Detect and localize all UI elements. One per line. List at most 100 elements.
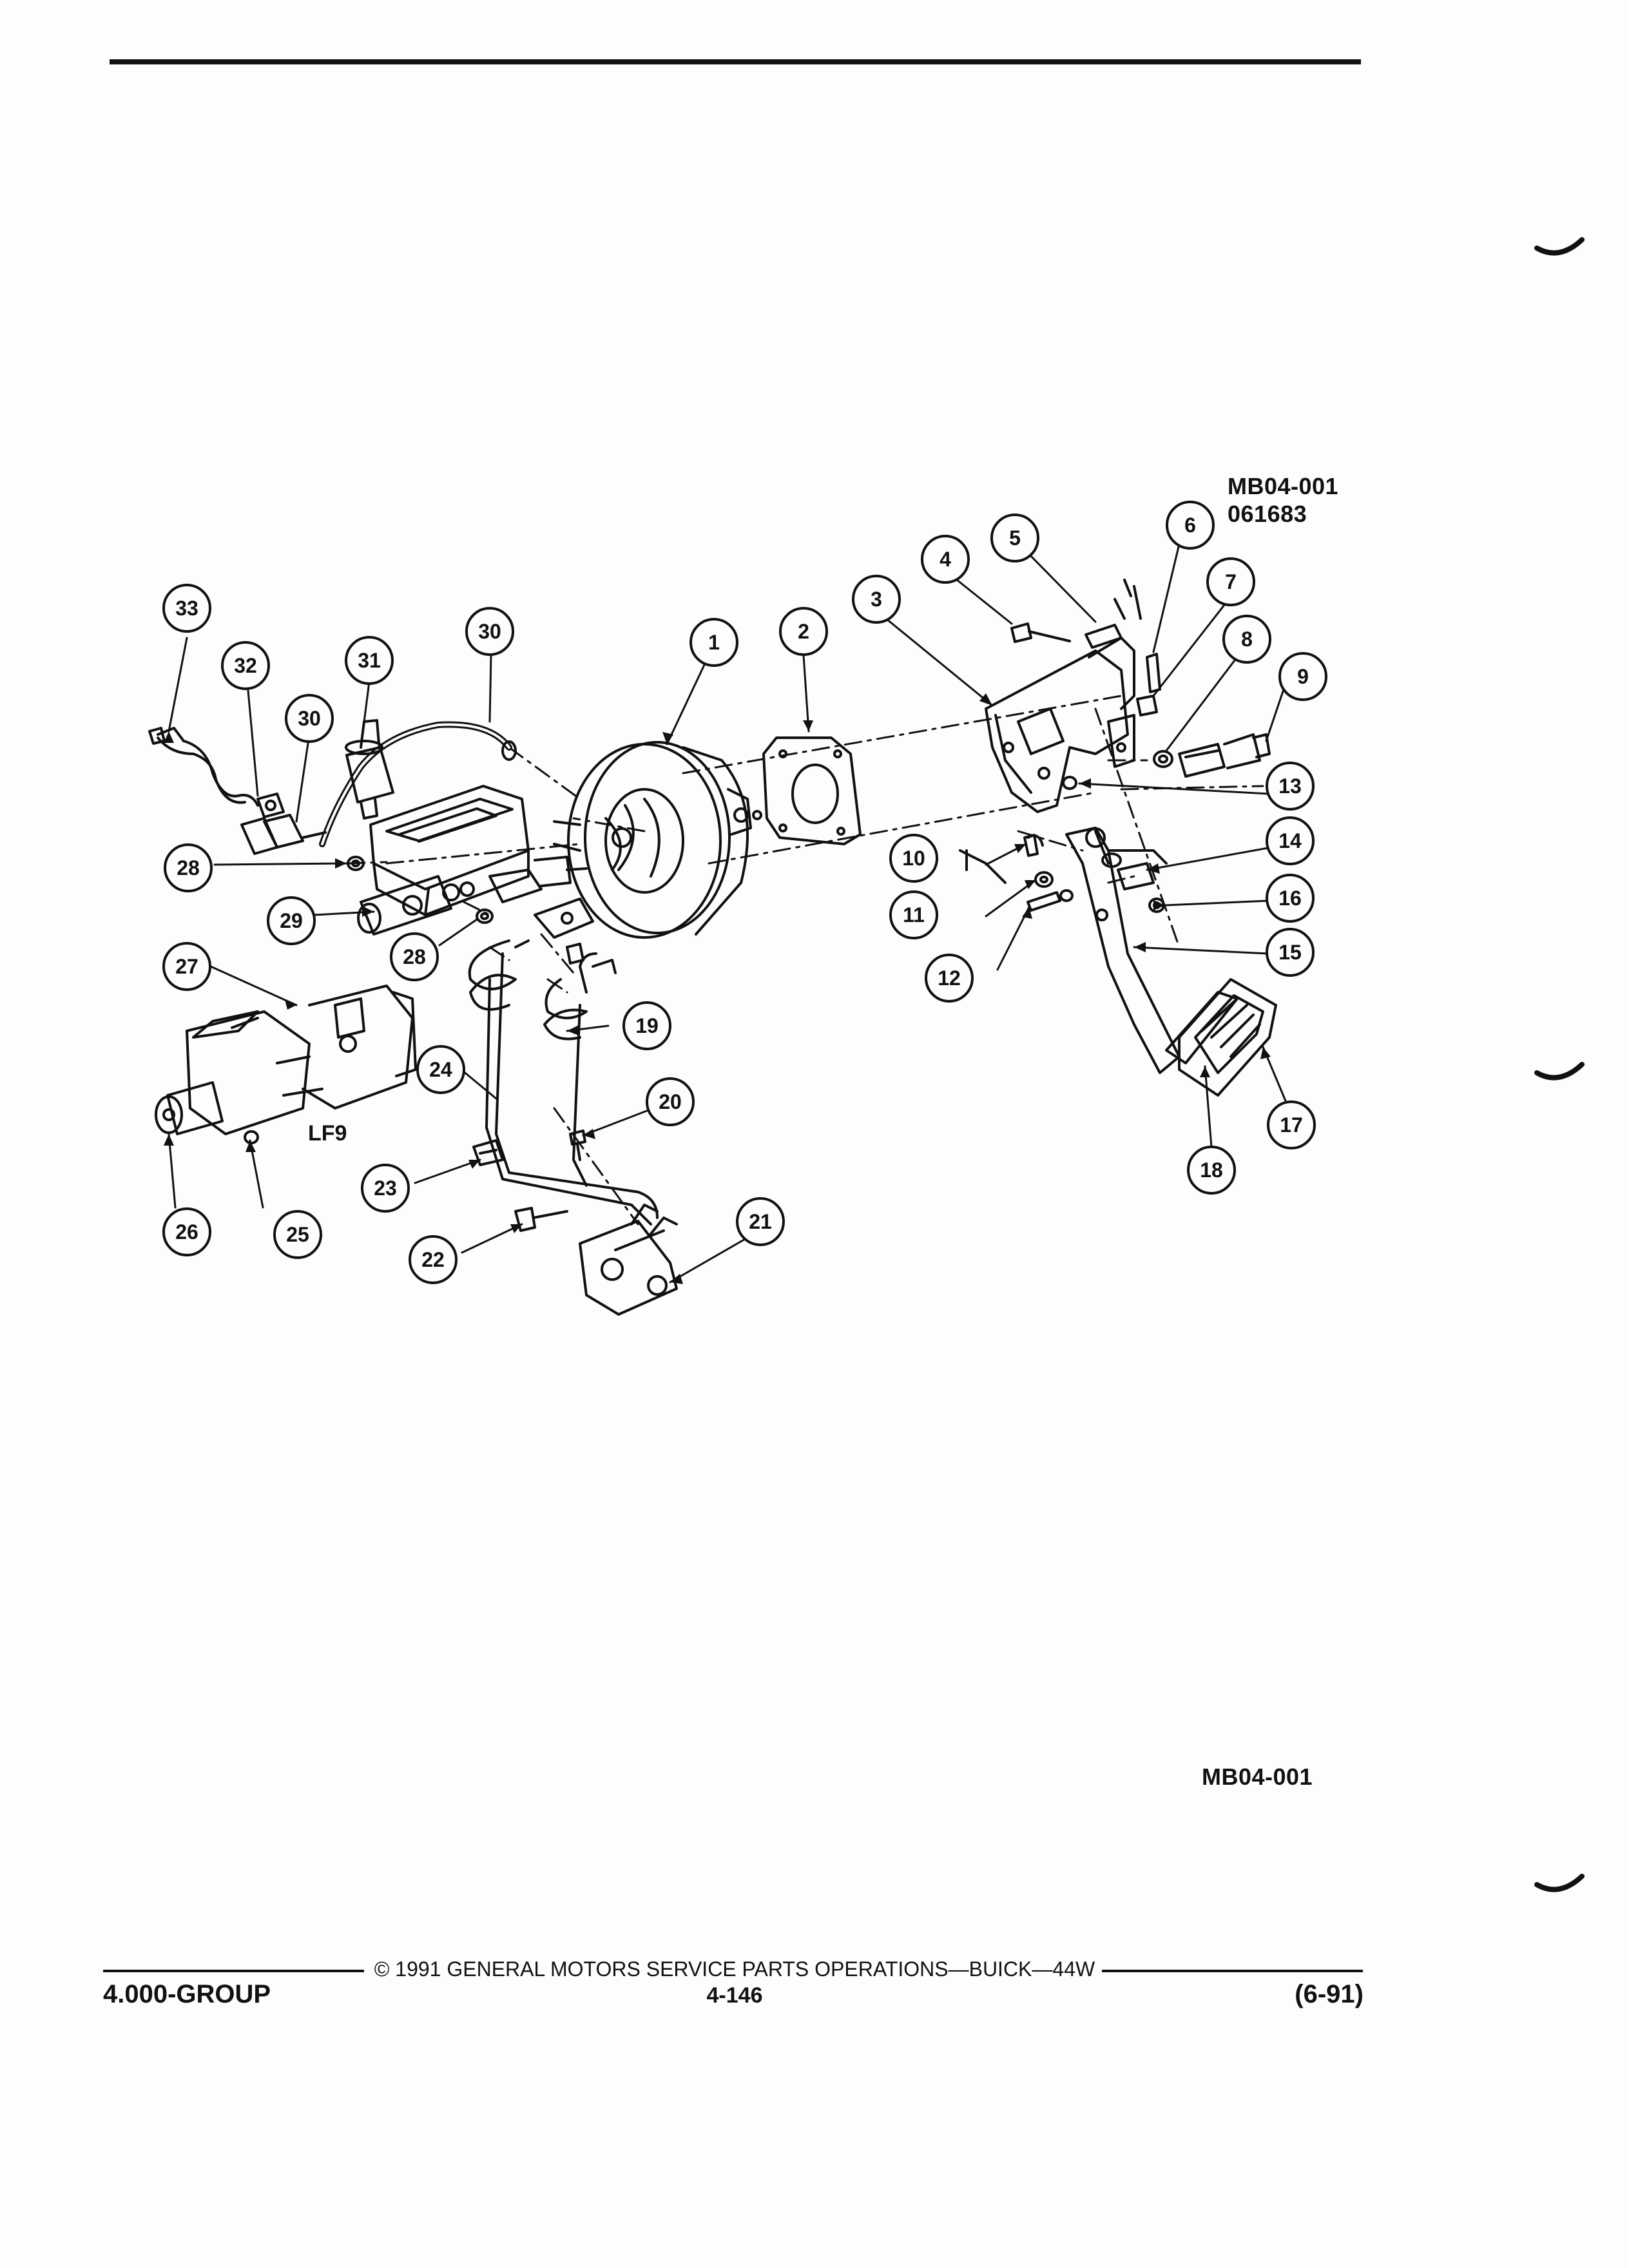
pedal-bezel — [1165, 991, 1239, 1064]
callout-number-18: 18 — [1200, 1158, 1223, 1182]
stoplight-switch — [1178, 733, 1271, 778]
callout-number-12: 12 — [938, 966, 961, 990]
header-rule — [110, 59, 1361, 64]
callout-circle-4 — [921, 535, 970, 584]
vacuum-sensor-harness — [148, 727, 285, 818]
callout-number-9: 9 — [1297, 665, 1309, 688]
nut-7 — [1136, 695, 1158, 716]
callout-number-1: 1 — [708, 631, 720, 654]
proportioning-valve — [579, 1204, 678, 1316]
callout-number-10: 10 — [902, 847, 925, 870]
leader-arrowheads — [164, 693, 1271, 1284]
footer-copyright: © 1991 GENERAL MOTORS SERVICE PARTS OPER… — [374, 1957, 1095, 1981]
callout-circle-22 — [409, 1235, 458, 1284]
callout-circle-12 — [925, 954, 974, 1003]
figure-id-top: MB04-001 — [1228, 473, 1339, 499]
callout-number-21: 21 — [749, 1210, 772, 1233]
callout-number-4: 4 — [940, 548, 951, 571]
callout-circle-14 — [1266, 816, 1315, 865]
brake-lines — [468, 939, 659, 1225]
callout-circle-6 — [1166, 501, 1215, 550]
bolt-22 — [514, 1207, 568, 1232]
callout-number-7: 7 — [1225, 570, 1237, 593]
callout-circle-11 — [889, 890, 938, 939]
mounting-centerlines — [347, 695, 1264, 1225]
callout-number-20: 20 — [659, 1090, 682, 1113]
callout-number-2: 2 — [798, 620, 809, 643]
callout-circle-28 — [164, 843, 213, 892]
callout-circle-16 — [1266, 874, 1315, 923]
callout-circle-25 — [273, 1210, 322, 1259]
vacuum-hose — [240, 721, 517, 855]
grommets — [347, 856, 494, 924]
footer-rule-left — [103, 1970, 364, 1972]
footer-rule-right — [1102, 1970, 1363, 1972]
pedal-pivot-bushing — [1062, 776, 1165, 913]
stud-6 — [1146, 653, 1161, 693]
brake-pedal — [1065, 827, 1181, 1074]
callout-number-28: 28 — [177, 856, 200, 879]
pedal-bracket — [959, 637, 1135, 884]
callout-number-15: 15 — [1278, 941, 1302, 964]
pedal-pin-clip — [1023, 834, 1044, 857]
callout-number-13: 13 — [1278, 774, 1302, 798]
footer-page-number: 4-146 — [706, 1983, 763, 2008]
callout-circle-30 — [285, 694, 334, 743]
callout-circle-3 — [852, 575, 901, 624]
diagram-linework — [148, 579, 1277, 1316]
binding-mark-bottom — [1534, 1874, 1585, 1892]
callout-circle-32 — [221, 641, 270, 690]
master-cylinder — [357, 785, 588, 936]
callout-number-24: 24 — [429, 1058, 452, 1081]
callout-circle-7 — [1206, 557, 1255, 606]
footer-group-label: 4.000-GROUP — [103, 1980, 271, 2008]
callout-number-6: 6 — [1184, 514, 1196, 537]
pivot-bolt-12 — [1027, 889, 1074, 912]
callout-number-3: 3 — [871, 588, 882, 611]
check-valve — [345, 719, 394, 820]
retainer-5 — [1084, 579, 1142, 649]
callout-circle-9 — [1278, 652, 1327, 701]
callout-number-14: 14 — [1278, 829, 1302, 852]
switch-clip — [1153, 750, 1173, 768]
callout-circle-24 — [416, 1045, 465, 1094]
bolt-20 — [569, 1129, 586, 1161]
callout-circle-33 — [162, 584, 211, 633]
callout-number-25: 25 — [286, 1223, 309, 1246]
callout-number-23: 23 — [374, 1177, 397, 1200]
callout-number-32: 32 — [234, 654, 257, 677]
lf9-master-cylinder — [155, 985, 417, 1144]
callout-circle-2 — [779, 607, 828, 656]
callout-circle-27 — [162, 942, 211, 991]
callout-number-26: 26 — [175, 1220, 198, 1244]
callout-number-28: 28 — [403, 945, 426, 968]
vacuum-booster — [553, 741, 762, 939]
figure-id-sub: 061683 — [1228, 501, 1307, 527]
binding-mark-top — [1534, 237, 1585, 256]
callout-number-5: 5 — [1009, 526, 1021, 550]
callout-number-33: 33 — [175, 597, 198, 620]
callout-circle-1 — [689, 618, 738, 667]
callout-circle-20 — [646, 1077, 695, 1126]
bolt-4 — [1010, 622, 1071, 643]
callout-circle-8 — [1222, 615, 1271, 664]
callout-circle-30 — [465, 607, 514, 656]
callout-leaders — [164, 537, 1293, 1284]
booster-gasket — [762, 736, 862, 845]
callout-circle-15 — [1266, 928, 1315, 977]
callout-number-29: 29 — [280, 909, 303, 932]
binding-mark-middle — [1534, 1062, 1585, 1081]
callout-number-11: 11 — [903, 903, 925, 927]
callout-number-30: 30 — [298, 707, 321, 730]
figure-id-bottom: MB04-001 — [1202, 1763, 1313, 1790]
callout-circle-21 — [736, 1197, 785, 1246]
callout-circle-19 — [622, 1001, 671, 1050]
callout-number-27: 27 — [175, 955, 198, 978]
washer-11 — [1034, 871, 1054, 888]
callout-circle-26 — [162, 1207, 211, 1256]
callout-circle-5 — [990, 514, 1039, 562]
callout-circle-23 — [361, 1164, 410, 1213]
